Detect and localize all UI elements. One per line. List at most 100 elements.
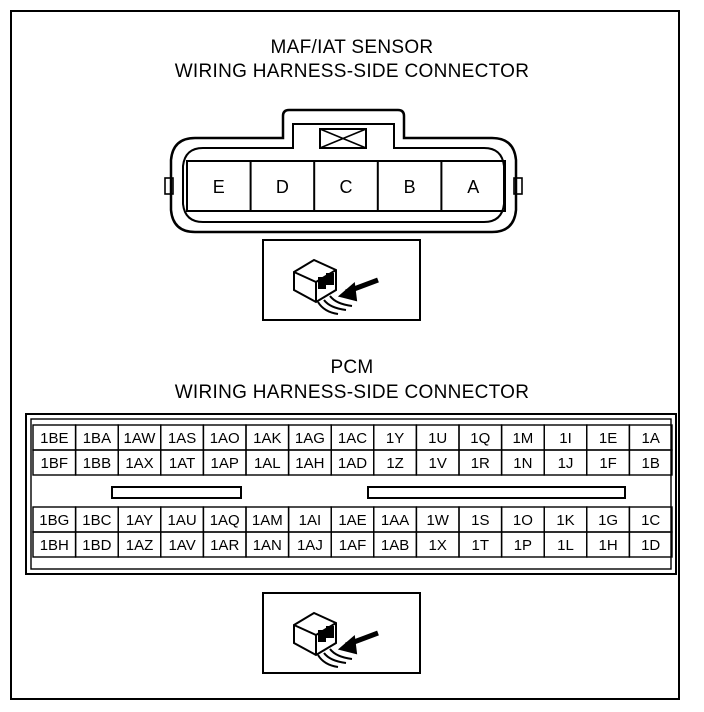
pcm-pin: 1AN (245, 531, 290, 558)
pcm-pin: 1O (500, 506, 545, 533)
pcm-pin-label: 1O (513, 512, 533, 529)
pcm-pin-label: 1AF (339, 537, 367, 554)
pcm-pin-label: 1C (641, 512, 660, 529)
pcm-pin: 1R (458, 449, 503, 476)
pcm-pin-label: 1AZ (126, 537, 154, 554)
pcm-pin-label: 1AB (381, 537, 409, 554)
pcm-pin-label: 1AL (254, 455, 281, 472)
pcm-pin-label: 1A (642, 430, 660, 447)
pcm-pin: 1AD (330, 449, 375, 476)
pcm-pin-label: 1AA (381, 512, 409, 529)
pcm-pin-label: 1BB (83, 455, 111, 472)
pcm-pin-label: 1M (512, 430, 533, 447)
maf-pin-label: A (467, 177, 479, 197)
pcm-pin-label: 1J (558, 455, 574, 472)
pcm-pin-label: 1AS (168, 430, 196, 447)
pcm-pin: 1U (415, 424, 460, 451)
pcm-pin-label: 1AR (210, 537, 239, 554)
pcm-pin: 1T (458, 531, 503, 558)
pcm-pin: 1BH (32, 531, 77, 558)
pcm-pin-label: 1AJ (297, 537, 323, 554)
pcm-pin: 1AK (245, 424, 290, 451)
pcm-pin: 1AR (202, 531, 247, 558)
pcm-pin-label: 1AT (169, 455, 195, 472)
maf-pin-b: B (376, 161, 416, 211)
pcm-pin-label: 1AN (253, 537, 282, 554)
pcm-pin: 1C (628, 506, 673, 533)
pcm-pin: 1BF (32, 449, 77, 476)
pcm-pin: 1AL (245, 449, 290, 476)
pcm-pin-label: 1BH (40, 537, 69, 554)
maf-pin-label: E (213, 177, 225, 197)
pcm-pin: 1X (415, 531, 460, 558)
pcm-pin-label: 1Y (386, 430, 404, 447)
pcm-pin: 1K (543, 506, 588, 533)
pcm-pin-label: 1Q (470, 430, 490, 447)
pcm-pin-label: 1AE (338, 512, 366, 529)
pcm-pin-label: 1AD (338, 455, 367, 472)
pcm-pin: 1AP (202, 449, 247, 476)
pcm-pin: 1BE (32, 424, 77, 451)
pcm-pin-label: 1F (599, 455, 617, 472)
pcm-pin: 1Z (373, 449, 418, 476)
pcm-pin: 1S (458, 506, 503, 533)
pcm-pin-label: 1BF (41, 455, 69, 472)
pcm-pin-label: 1K (556, 512, 574, 529)
pcm-pin: 1AS (160, 424, 205, 451)
pcm-pin: 1F (586, 449, 631, 476)
pcm-pin: 1A (628, 424, 673, 451)
pcm-pin-label: 1BD (82, 537, 111, 554)
pcm-pin-label: 1AU (168, 512, 197, 529)
connector-view-icon (262, 239, 421, 321)
pcm-pin: 1AB (373, 531, 418, 558)
pcm-pin: 1V (415, 449, 460, 476)
pcm-pin-label: 1L (557, 537, 574, 554)
pcm-pin: 1AV (160, 531, 205, 558)
pcm-pin: 1AG (287, 424, 332, 451)
pcm-pin-label: 1V (429, 455, 447, 472)
pcm-pin-label: 1X (429, 537, 447, 554)
pcm-pin: 1BB (74, 449, 119, 476)
pcm-title-line2: WIRING HARNESS-SIDE CONNECTOR (174, 382, 530, 403)
pcm-pin-label: 1H (599, 537, 618, 554)
pcm-pin-label: 1AV (168, 537, 195, 554)
maf-pin-d: D (249, 161, 289, 211)
pcm-pin: 1Q (458, 424, 503, 451)
pcm-pin-label: 1E (599, 430, 617, 447)
pcm-pin: 1BG (32, 506, 77, 533)
pcm-pin-label: 1AI (299, 512, 322, 529)
pcm-pin: 1AM (245, 506, 290, 533)
pcm-pin-label: 1N (513, 455, 532, 472)
pcm-pin-label: 1AY (126, 512, 153, 529)
maf-pin-label: B (404, 177, 416, 197)
connector-view-icon-2 (262, 592, 421, 674)
pcm-pin-label: 1AO (210, 430, 240, 447)
pcm-pin: 1J (543, 449, 588, 476)
pcm-pin: 1AT (160, 449, 205, 476)
pcm-pin-label: 1AH (295, 455, 324, 472)
pcm-pin-label: 1W (426, 512, 449, 529)
pcm-title-line1: PCM (330, 357, 374, 378)
pcm-pin: 1Y (373, 424, 418, 451)
pcm-pin-label: 1BE (40, 430, 68, 447)
pcm-pin-label: 1R (471, 455, 490, 472)
pcm-pin: 1W (415, 506, 460, 533)
pcm-pin: 1E (586, 424, 631, 451)
pcm-pin: 1I (543, 424, 588, 451)
pcm-pin: 1AA (373, 506, 418, 533)
pcm-pin: 1AF (330, 531, 375, 558)
pcm-pin-label: 1AW (124, 430, 157, 447)
pcm-pin: 1AC (330, 424, 375, 451)
pcm-pin-label: 1AM (252, 512, 283, 529)
pcm-pin: 1AJ (287, 531, 332, 558)
pcm-pin-label: 1AC (338, 430, 367, 447)
pcm-pin-label: 1BC (82, 512, 111, 529)
pcm-pin-label: 1AP (211, 455, 239, 472)
pcm-pin-label: 1BG (39, 512, 69, 529)
pcm-pin: 1AU (160, 506, 205, 533)
pcm-pin: 1AO (202, 424, 247, 451)
pcm-pin: 1N (500, 449, 545, 476)
pcm-pin: 1H (586, 531, 631, 558)
pcm-pin: 1M (500, 424, 545, 451)
